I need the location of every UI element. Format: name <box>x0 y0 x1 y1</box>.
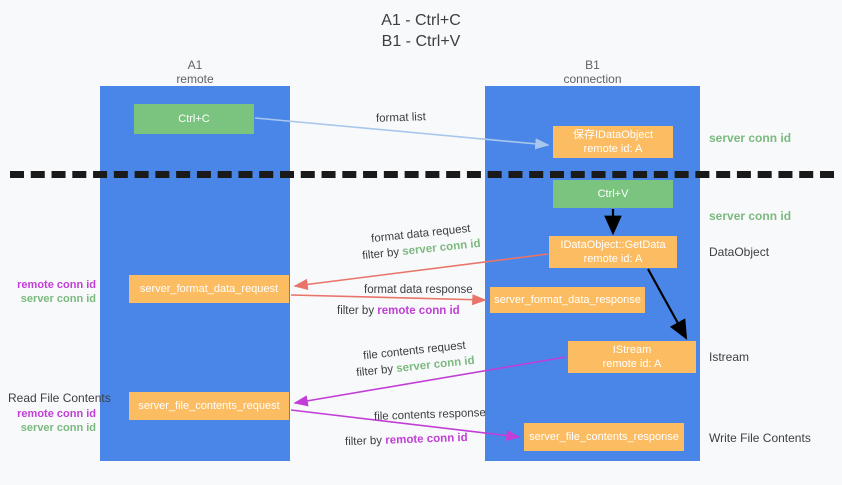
annotation-conn-ids-format: remote conn id server conn id <box>8 278 96 306</box>
node-server-file-contents-response[interactable]: server_file_contents_response <box>524 423 684 451</box>
node-server-file-contents-request[interactable]: server_file_contents_request <box>129 392 289 420</box>
annotation-server-conn-id-file: server conn id <box>20 422 96 434</box>
node-server-format-data-request[interactable]: server_format_data_request <box>129 275 289 303</box>
node-idataobject-getdata[interactable]: IDataObject::GetData remote id: A <box>549 236 677 268</box>
filter-prefix: filter by <box>344 434 386 449</box>
annotation-dataobject: DataObject <box>709 245 770 259</box>
node-save-idataobject[interactable]: 保存IDataObject remote id: A <box>553 126 673 158</box>
filter-prefix: filter by <box>361 246 403 263</box>
filter-prefix: filter by <box>337 305 378 317</box>
node-server-format-data-response[interactable]: server_format_data_response <box>490 287 645 313</box>
annotation-read-file-contents-block: Read File Contents remote conn id server… <box>8 391 111 435</box>
edge-label-format-data-response: format data response <box>364 284 473 296</box>
page-title: A1 - Ctrl+C B1 - Ctrl+V <box>381 12 461 50</box>
annotation-server-conn-id-top: server conn id <box>709 131 792 145</box>
node-ctrl-v[interactable]: Ctrl+V <box>553 180 673 208</box>
annotation-server-conn-id: server conn id <box>20 293 96 305</box>
node-istream[interactable]: IStream remote id: A <box>568 341 696 373</box>
filter-value: remote conn id <box>385 431 468 447</box>
annotation-istream: Istream <box>709 350 750 364</box>
filter-prefix: filter by <box>355 363 397 380</box>
edge-label-format-list: format list <box>375 111 427 125</box>
annotation-write-file-contents: Write File Contents <box>709 431 811 445</box>
edge-label-format-data-response-filter: filter by remote conn id <box>337 304 460 319</box>
lane-header-a1: A1 remote <box>176 58 214 86</box>
edge-label-file-contents-response: file contents response <box>373 407 487 423</box>
annotation-remote-conn-id-file: remote conn id <box>17 408 96 420</box>
annotation-remote-conn-id: remote conn id <box>17 279 96 291</box>
annotation-server-conn-id-mid: server conn id <box>709 209 792 223</box>
phase-divider <box>10 171 834 178</box>
node-ctrl-c[interactable]: Ctrl+C <box>134 104 254 134</box>
filter-value: remote conn id <box>377 305 460 317</box>
lane-header-b1: B1 connection <box>563 58 622 86</box>
edge-label-file-contents-response-filter: filter by remote conn id <box>345 431 468 450</box>
annotation-read-file-contents: Read File Contents <box>8 391 111 405</box>
